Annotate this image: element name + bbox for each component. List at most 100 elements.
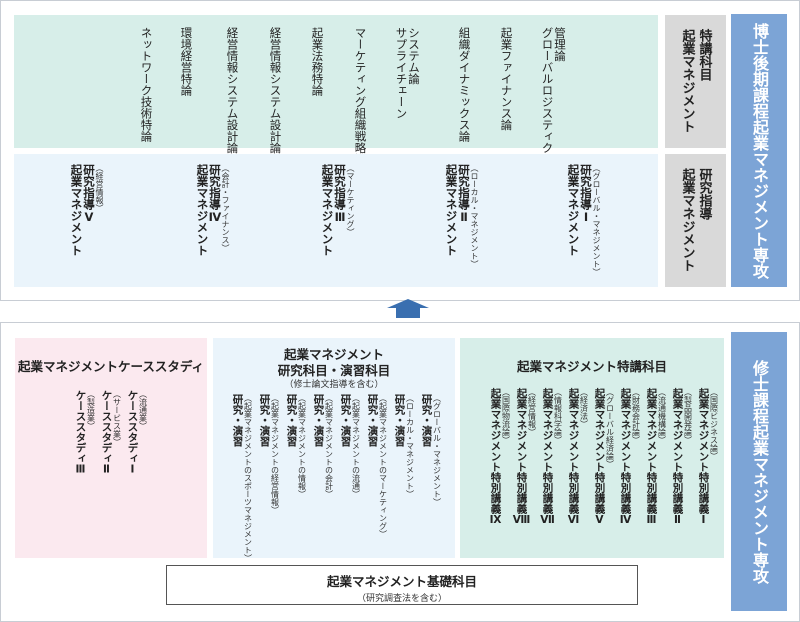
item-note: （サービス業） xyxy=(112,390,122,446)
doctoral-program-label: 博士後期課程起業マネジメント専攻 xyxy=(731,14,787,287)
special-lecture-item: 起業マネジメント特別講義Ⅱ （製品開発論） xyxy=(672,388,693,526)
case-study-title: 起業マネジメントケーススタディ xyxy=(17,359,204,374)
item-text: ケーススタディⅢ xyxy=(74,390,87,476)
research-item: 研究・演習 （ローカル・マネジメント） xyxy=(393,394,415,498)
rg-note: （グローバル・マネジメント） xyxy=(592,164,601,276)
item-note: （起業マネジメントのマーケティング） xyxy=(378,394,388,538)
rg-line: 起業マネジメント xyxy=(320,164,335,256)
doctoral-course: 起業法務特論 xyxy=(310,27,325,96)
item-text: 起業マネジメント特別講義Ⅰ xyxy=(697,388,710,526)
special-lecture-item: 起業マネジメント特別講義Ⅴ （グローバル経済論） xyxy=(593,388,615,526)
special-lecture-item: 起業マネジメント特別講義Ⅵ （経済法） xyxy=(567,388,589,526)
doctoral-course: サプライチェーン システム論 xyxy=(394,27,422,119)
course-line: 起業ファイナンス論 xyxy=(499,27,514,131)
research-title-note: （修士論文指導を含む） xyxy=(284,380,384,390)
rg-line: 起業マネジメント xyxy=(69,164,84,256)
rg-line: 研究指導Ⅲ xyxy=(333,164,347,224)
item-text: 起業マネジメント特別講義Ⅶ xyxy=(541,388,554,526)
research-guidance-item: 起業マネジメント 研究指導Ⅳ （会計・ファイナンス） xyxy=(196,164,231,256)
doctoral-special-header: 起業マネジメント 特講科目 xyxy=(665,15,726,148)
item-text: ケーススタディⅡ xyxy=(100,390,113,476)
item-note: （起業マネジメントの会計） xyxy=(324,394,334,498)
rg-note: （経営情報） xyxy=(95,164,104,212)
doctoral-research-header-line1: 起業マネジメント xyxy=(679,168,695,272)
course-line: 環境経営特論 xyxy=(179,27,194,96)
research-guidance-item: 起業マネジメント 研究指導Ⅴ （経営情報） xyxy=(69,164,105,256)
item-text: 研究・演習 xyxy=(366,394,379,447)
research-item: 研究・演習 （グローバル・マネジメント） xyxy=(420,394,442,506)
item-text: 研究・演習 xyxy=(231,394,244,447)
special-lecture-item: 起業マネジメント特別講義Ⅸ （国際物流論） xyxy=(489,388,511,526)
course-line: 経営情報システム設計論 xyxy=(268,27,283,154)
item-note: （グローバル・マネジメント） xyxy=(432,394,442,506)
item-text: 研究・演習 xyxy=(393,394,406,447)
doctoral-research-header: 起業マネジメント 研究指導 xyxy=(665,154,726,287)
item-text: 研究・演習 xyxy=(420,394,433,447)
doctoral-course: 経営情報システム設計論 xyxy=(226,27,240,154)
item-text: 研究・演習 xyxy=(258,394,271,447)
up-arrow-icon xyxy=(387,299,429,308)
basic-courses-title: 起業マネジメント基礎科目 xyxy=(326,574,477,589)
item-note: （ローカル・マネジメント） xyxy=(405,394,415,498)
research-item: 研究・演習 （起業マネジメントの会計） xyxy=(313,394,334,498)
item-note: （製品開発論） xyxy=(683,388,693,444)
case-study-item: ケーススタディⅠ （流通業） xyxy=(126,390,148,476)
item-text: 起業マネジメント特別講義Ⅳ xyxy=(619,388,632,526)
item-note: （流通機構論） xyxy=(657,388,667,444)
research-title-line1: 起業マネジメント xyxy=(283,347,384,362)
case-study-item: ケーススタディⅡ （サービス業） xyxy=(100,390,122,476)
course-line: グローバルロジスティクス xyxy=(540,27,555,165)
item-note: （起業マネジメントの経営情報） xyxy=(270,394,280,514)
item-note: （経営情報） xyxy=(527,388,537,436)
research-title-line2: 研究科目・演習科目 xyxy=(277,363,391,378)
doctoral-course: グローバルロジスティクス 管理論 xyxy=(540,27,568,165)
item-text: 起業マネジメント特別講義Ⅷ xyxy=(515,388,528,526)
item-note: （グローバル経済論） xyxy=(605,388,615,468)
up-arrow-shaft xyxy=(396,306,420,318)
doctoral-course: 経営情報システム設計論 xyxy=(268,27,283,154)
item-text: 起業マネジメント特別講義Ⅲ xyxy=(645,388,658,526)
doctoral-course: マーケティング組織戦略論 xyxy=(354,27,368,165)
item-text: 起業マネジメント特別講義Ⅴ xyxy=(593,388,606,526)
doctoral-research-header-line2: 研究指導 xyxy=(696,168,712,220)
course-line: 管理論 xyxy=(553,27,567,62)
research-item: 研究・演習 （起業マネジメントの情報） xyxy=(286,394,307,498)
item-note: （起業マネジメントのスポーツマネジメント） xyxy=(243,394,253,562)
research-item: 研究・演習 （起業マネジメントのスポーツマネジメント） xyxy=(231,394,253,562)
doctoral-course: ネットワーク技術特論 xyxy=(139,27,154,142)
item-note: （起業マネジメントの情報） xyxy=(297,394,307,498)
item-text: 起業マネジメント特別講義Ⅵ xyxy=(567,388,580,526)
item-note: （経済法） xyxy=(579,388,589,428)
basic-courses-note: （研究調査法を含む） xyxy=(356,594,447,604)
doctoral-special-courses: グローバルロジスティクス 管理論 起業ファイナンス論 組織ダイナミックス論 サプ… xyxy=(14,15,658,165)
doctoral-special-header-line1: 起業マネジメント xyxy=(679,29,695,133)
research-guidance-item: 起業マネジメント 研究指導Ⅰ （グローバル・マネジメント） xyxy=(566,164,602,276)
master-program-text: 修士課程起業マネジメント専攻 xyxy=(750,359,769,584)
item-note: （情報科学論） xyxy=(553,388,563,444)
item-text: ケーススタディⅠ xyxy=(126,390,139,476)
special-lecture-title: 起業マネジメント特講科目 xyxy=(516,359,667,374)
item-note: （財務会計論） xyxy=(631,388,641,444)
rg-line: 起業マネジメント xyxy=(444,164,459,256)
item-note: （国際ビジネス論） xyxy=(709,388,719,460)
rg-line: 研究指導Ⅱ xyxy=(457,164,471,224)
doctoral-program-text: 博士後期課程起業マネジメント専攻 xyxy=(750,22,769,279)
item-note: （流通業） xyxy=(138,390,148,430)
research-seminar-section: 起業マネジメント 研究科目・演習科目 （修士論文指導を含む） 研究・演習 （グロ… xyxy=(213,338,455,562)
master-program-label: 修士課程起業マネジメント専攻 xyxy=(731,332,787,611)
course-line: 起業法務特論 xyxy=(310,27,325,96)
case-study-section: 起業マネジメントケーススタディ ケーススタディⅠ （流通業） ケーススタディⅡ … xyxy=(15,338,207,558)
rg-line: 起業マネジメント xyxy=(566,164,581,256)
research-guidance-item: 起業マネジメント 研究指導Ⅱ （ローカル・マネジメント） xyxy=(444,164,480,268)
rg-note: （ローカル・マネジメント） xyxy=(470,164,479,268)
course-line: システム論 xyxy=(407,27,421,85)
course-line: ネットワーク技術特論 xyxy=(139,27,154,142)
rg-line: 研究指導Ⅰ xyxy=(579,164,593,224)
doctoral-course: 起業ファイナンス論 xyxy=(499,27,514,131)
item-note: （起業マネジメントの流通） xyxy=(351,394,361,498)
research-item: 研究・演習 （起業マネジメントの流通） xyxy=(340,394,361,498)
doctoral-course: 組織ダイナミックス論 xyxy=(458,27,472,142)
item-text: 起業マネジメント特別講義Ⅸ xyxy=(489,388,502,526)
course-line: サプライチェーン xyxy=(394,27,409,119)
special-lecture-item: 起業マネジメント特別講義Ⅶ （情報科学論） xyxy=(541,388,563,526)
